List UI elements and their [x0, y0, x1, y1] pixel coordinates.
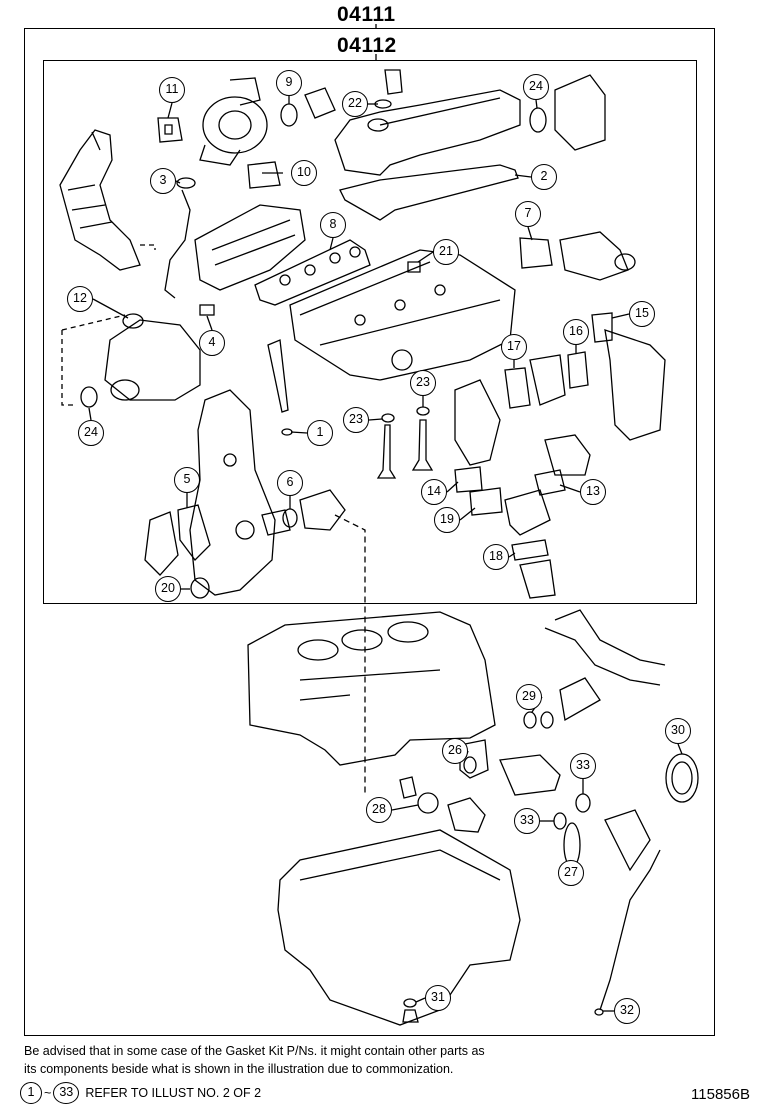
gasket-16 — [567, 351, 589, 389]
plug-31 — [403, 998, 417, 1008]
oring-25 — [529, 107, 547, 133]
inner-group-code: 04112 — [337, 34, 397, 57]
thermostat-housing-7 — [519, 237, 553, 269]
engine-block — [247, 611, 496, 766]
oil-pump-housing — [299, 489, 346, 531]
oil-seal-20 — [190, 577, 210, 599]
callout-7: 7 — [515, 201, 541, 227]
egr-pipe — [454, 379, 501, 466]
gasket-11 — [157, 117, 183, 143]
callout-12: 12 — [67, 286, 93, 312]
callout-5: 5 — [174, 467, 200, 493]
converter-lower — [104, 319, 201, 401]
callout-33-upper: 33 — [570, 753, 596, 779]
egr-cooler — [604, 329, 666, 441]
callout-22: 22 — [342, 91, 368, 117]
outer-group-code: 04111 — [337, 3, 396, 26]
callout-8: 8 — [320, 212, 346, 238]
callout-14: 14 — [421, 479, 447, 505]
callout-31: 31 — [425, 985, 451, 1011]
water-pipe — [544, 609, 666, 686]
timing-cover — [189, 389, 276, 596]
callout-26: 26 — [442, 738, 468, 764]
ref-start-callout: 1 — [20, 1082, 42, 1104]
callout-4: 4 — [199, 330, 225, 356]
intake-manifold — [194, 204, 306, 291]
outer-kit-frame — [24, 28, 715, 1036]
exhaust-manifold-converter — [59, 129, 141, 271]
callout-2: 2 — [531, 164, 557, 190]
gasket-18 — [511, 539, 549, 561]
callout-27: 27 — [558, 860, 584, 886]
callout-23-lower: 23 — [343, 407, 369, 433]
oring-32 — [594, 1008, 604, 1016]
oring-33-b — [553, 812, 567, 830]
callout-30: 30 — [665, 718, 691, 744]
callout-29: 29 — [516, 684, 542, 710]
ref-tilde: ~ — [44, 1086, 52, 1100]
turbocharger — [199, 77, 268, 166]
callout-20: 20 — [155, 576, 181, 602]
oil-dipstick — [599, 849, 661, 1011]
gasket-19 — [469, 487, 503, 516]
ref-text: REFER TO ILLUST NO. 2 OF 2 — [85, 1086, 262, 1100]
gasket-5 — [177, 504, 211, 561]
valves — [376, 406, 434, 479]
ref-end-callout: 33 — [53, 1082, 80, 1104]
oring-24 — [80, 386, 98, 408]
exhaust-gasket-8 — [254, 239, 371, 306]
injector — [267, 339, 289, 413]
callout-16: 16 — [563, 319, 589, 345]
callout-13: 13 — [580, 479, 606, 505]
gasket-26 — [459, 739, 489, 779]
callout-11: 11 — [159, 77, 185, 103]
callout-18: 18 — [483, 544, 509, 570]
oring-28 — [417, 792, 439, 814]
callout-10: 10 — [291, 160, 317, 186]
inner-kit-frame — [43, 60, 697, 604]
callout-19: 19 — [434, 507, 460, 533]
seal-30 — [665, 753, 699, 803]
callout-17: 17 — [501, 334, 527, 360]
oil-pipe-3 — [164, 189, 191, 299]
callout-33-lower: 33 — [514, 808, 540, 834]
callout-24: 24 — [78, 420, 104, 446]
head-cover-gasket-2 — [339, 164, 519, 221]
reference-line: 1 ~ 33 REFER TO ILLUST NO. 2 OF 2 — [20, 1082, 261, 1104]
callout-6: 6 — [277, 470, 303, 496]
gasket-17 — [504, 367, 531, 409]
callout-3: 3 — [150, 168, 176, 194]
callout-15: 15 — [629, 301, 655, 327]
gasket-14 — [454, 466, 483, 493]
callout-32: 32 — [614, 998, 640, 1024]
oring-29 — [523, 711, 537, 729]
callout-23-upper: 23 — [410, 370, 436, 396]
cylinder-head — [289, 249, 516, 381]
water-pump — [144, 511, 179, 576]
callout-9: 9 — [276, 70, 302, 96]
oil-pan — [277, 829, 521, 1026]
advisory-note-line2: its components beside what is shown in t… — [24, 1062, 454, 1076]
o-ring-9 — [280, 103, 298, 127]
callout-28: 28 — [366, 797, 392, 823]
callout-21: 21 — [433, 239, 459, 265]
cylinder-head-cover — [334, 69, 521, 176]
advisory-note-line1: Be advised that in some case of the Gask… — [24, 1044, 485, 1058]
callout-25: 24 — [523, 74, 549, 100]
gasket-12 — [122, 313, 144, 329]
nut-21 — [407, 261, 421, 273]
gasket-10 — [247, 161, 281, 189]
document-id: 115856B — [691, 1086, 750, 1103]
callout-1: 1 — [307, 420, 333, 446]
oring-33-a — [575, 793, 591, 813]
gasket-13 — [534, 469, 566, 496]
clip-4 — [199, 304, 215, 316]
